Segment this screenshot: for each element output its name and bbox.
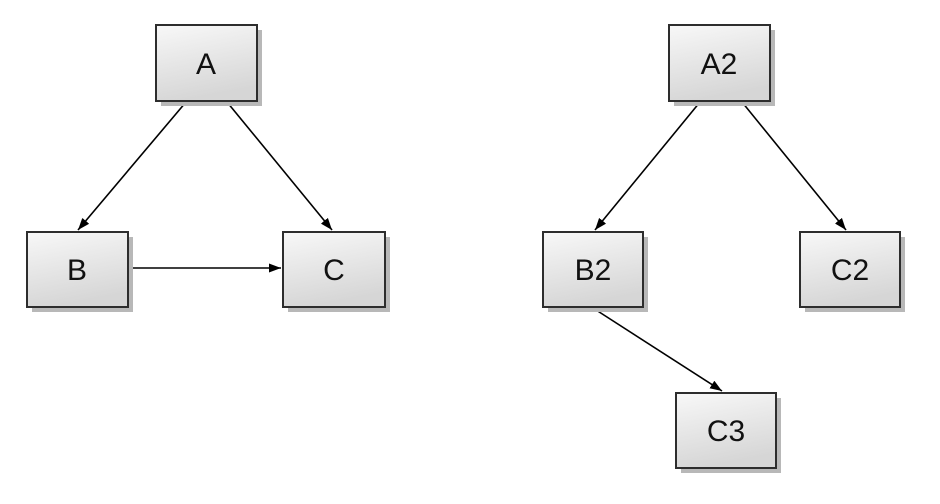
edge-A2-to-B2[interactable] xyxy=(594,101,701,231)
right-diagram: A2 B2 C2 C3 xyxy=(542,24,905,473)
node-A2-box[interactable] xyxy=(668,24,771,102)
edge-B2-to-C3[interactable] xyxy=(592,307,723,392)
node-A2-label: A2 xyxy=(701,48,738,81)
node-B2-label: B2 xyxy=(575,254,612,287)
node-B-box[interactable] xyxy=(26,231,129,308)
node-C2[interactable]: C2 xyxy=(799,231,905,312)
node-C-box[interactable] xyxy=(282,231,386,308)
node-C3-box[interactable] xyxy=(675,392,777,469)
node-C2-label: C2 xyxy=(831,254,869,287)
node-C3-label: C3 xyxy=(707,415,745,448)
edge-A-to-B[interactable] xyxy=(77,101,187,231)
node-A-label: A xyxy=(196,48,216,81)
node-A[interactable]: A xyxy=(155,24,262,106)
node-B-label: B xyxy=(67,254,87,287)
node-B2[interactable]: B2 xyxy=(542,231,648,312)
node-C[interactable]: C xyxy=(282,231,390,312)
edge-A-to-C[interactable] xyxy=(226,101,333,231)
left-diagram: A B C xyxy=(26,24,390,312)
node-C3[interactable]: C3 xyxy=(675,392,781,473)
node-B2-box[interactable] xyxy=(542,231,644,308)
node-C-label: C xyxy=(323,254,345,287)
node-B[interactable]: B xyxy=(26,231,133,312)
node-A2[interactable]: A2 xyxy=(668,24,775,106)
edge-A2-to-C2[interactable] xyxy=(741,101,847,231)
node-A-box[interactable] xyxy=(155,24,258,102)
node-C2-box[interactable] xyxy=(799,231,901,308)
